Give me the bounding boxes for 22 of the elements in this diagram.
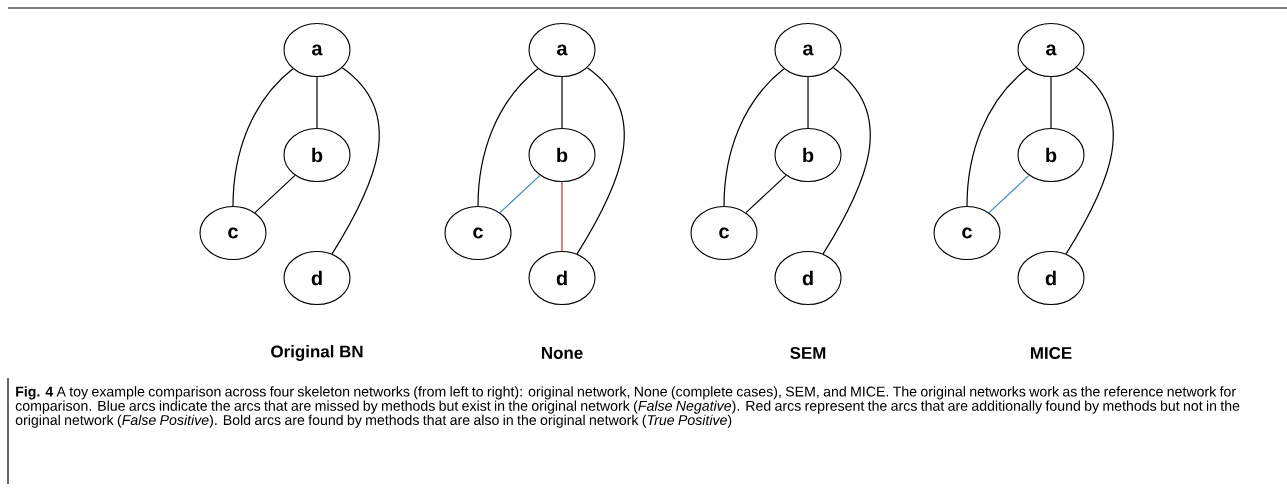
arc	[331, 67, 380, 255]
arc	[966, 68, 1028, 207]
arc	[822, 67, 871, 255]
panel-title: Original BN	[271, 345, 363, 361]
caption: Fig. 4 A toy example comparison across four skeleton networks (from left to right): original network, None (complete cases), SEM, and MICE. The original networks work as the reference network for comparison. Blue arcs indicate the arcs that are missed by methods but exist in the original network (False Negative). Red arcs represent the arcs that are additionally found by methods but not in the original network (False Positive). Bold arcs are found by methods that are also in the original network (True Positive)	[15, 386, 1240, 428]
arc	[477, 68, 539, 207]
arc	[561, 181, 563, 252]
arc	[1065, 67, 1114, 255]
arc	[988, 174, 1030, 214]
arc	[254, 174, 296, 214]
arc	[807, 76, 809, 129]
panel-title: SEM	[790, 347, 826, 359]
panel-title: MICE	[1031, 347, 1072, 359]
arc	[723, 68, 785, 207]
arc	[1050, 76, 1052, 129]
arc	[745, 174, 787, 214]
arc	[499, 174, 541, 214]
arc	[316, 76, 318, 129]
arc	[576, 67, 625, 255]
panel-title: None	[542, 347, 583, 359]
arc	[561, 76, 563, 129]
arc	[232, 68, 294, 207]
